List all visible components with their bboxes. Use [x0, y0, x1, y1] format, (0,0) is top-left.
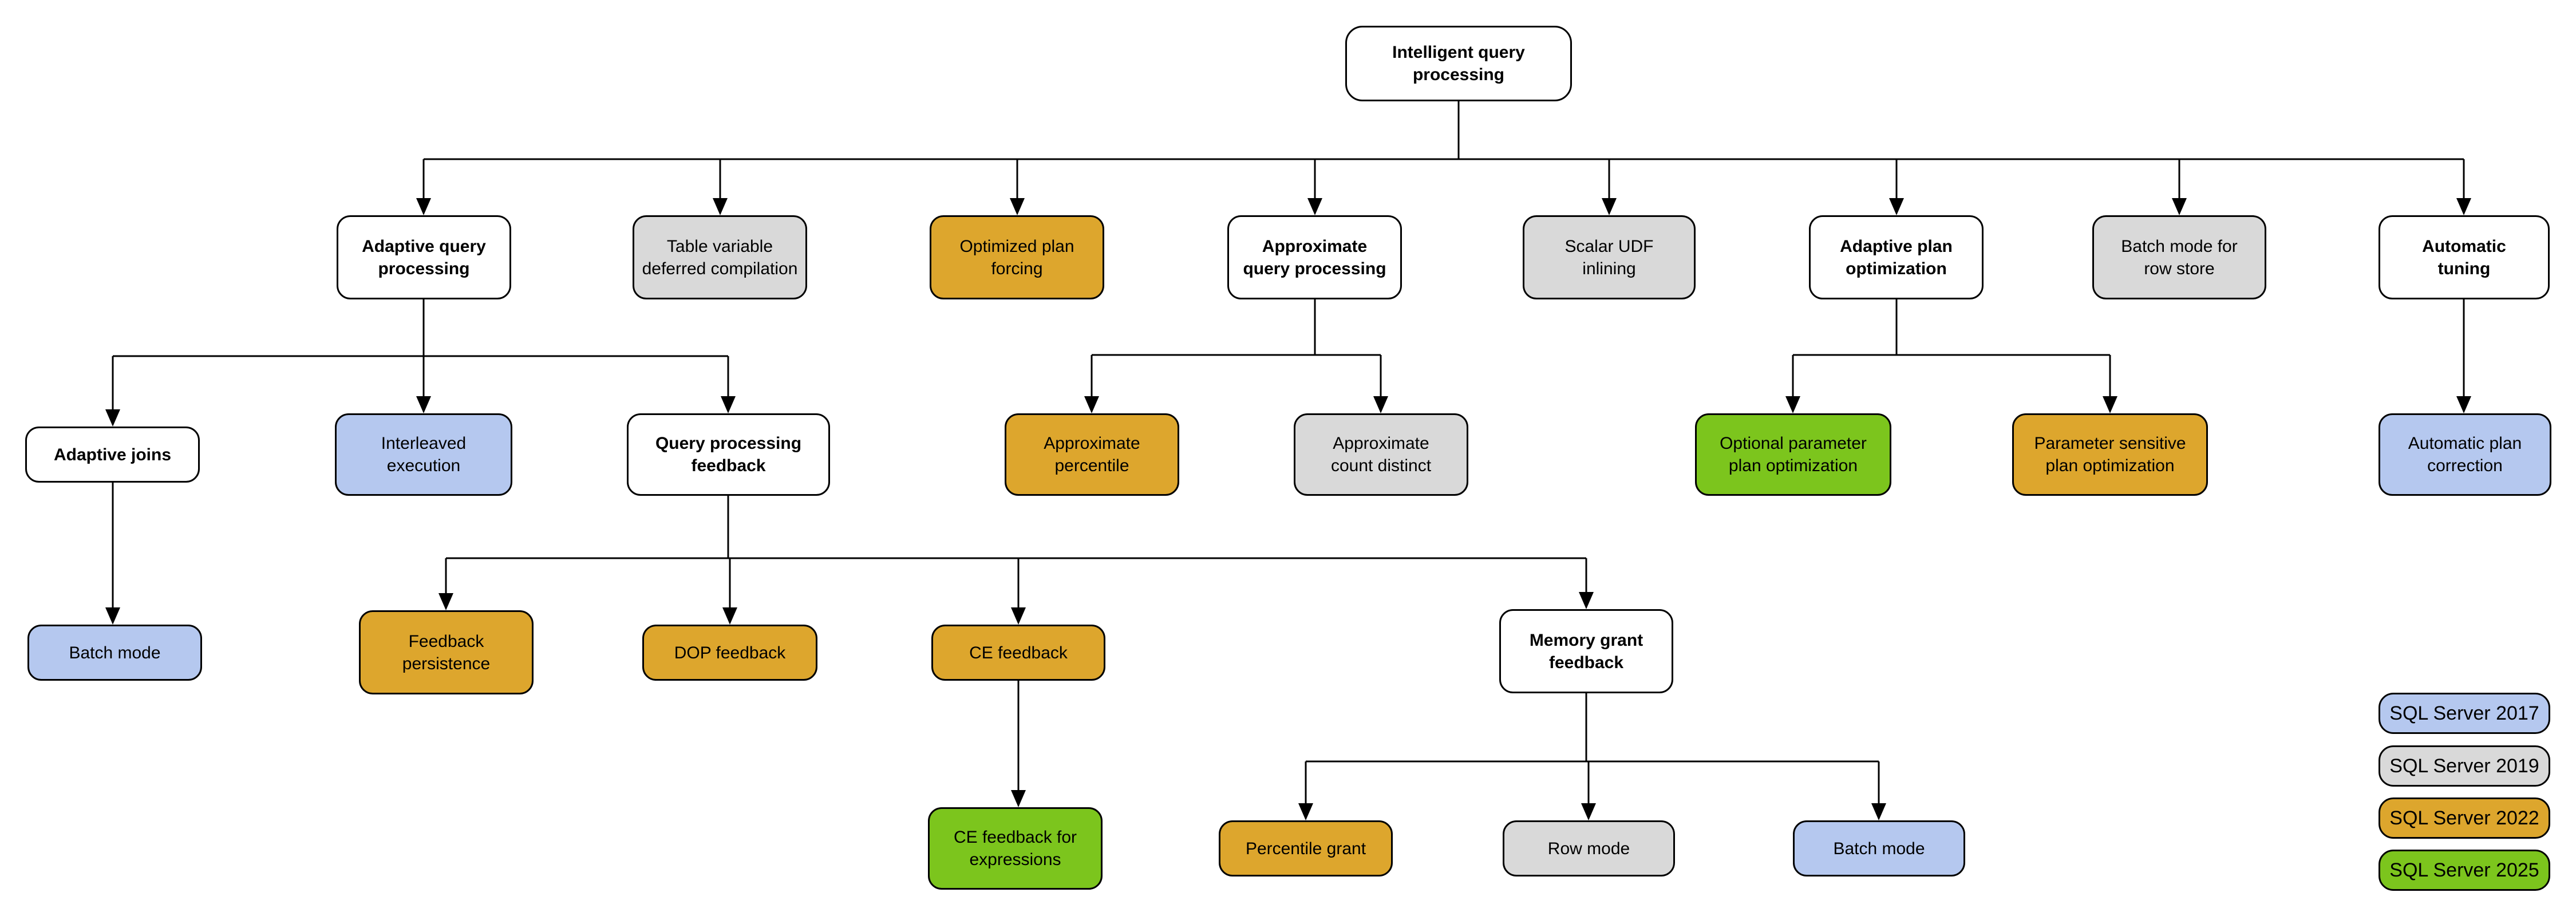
node-memory-grant-feedback: Memory grant feedback [1499, 609, 1673, 693]
node-ce-feedback: CE feedback [931, 625, 1105, 681]
node-table-variable-deferred-compilation: Table variable deferred compilation [633, 215, 807, 299]
connector-adaptive-query-processing [105, 299, 736, 427]
node-batch-mode-adaptive-joins: Batch mode [27, 625, 202, 681]
node-batch-mode-for-row-store: Batch mode for row store [2092, 215, 2266, 299]
node-query-processing-feedback: Query processing feedback [627, 413, 830, 496]
node-percentile-grant: Percentile grant [1219, 820, 1393, 876]
node-approximate-query-processing: Approximate query processing [1227, 215, 1402, 299]
node-automatic-plan-correction: Automatic plan correction [2379, 413, 2551, 496]
node-scalar-udf-inlining: Scalar UDF inlining [1523, 215, 1696, 299]
node-approximate-percentile: Approximate percentile [1005, 413, 1179, 496]
node-optional-parameter-plan-optimization: Optional parameter plan optimization [1695, 413, 1891, 496]
node-dop-feedback: DOP feedback [642, 625, 817, 681]
connector-ce-feedback [1011, 681, 1026, 807]
node-feedback-persistence: Feedback persistence [359, 610, 534, 694]
node-adaptive-query-processing: Adaptive query processing [337, 215, 511, 299]
node-automatic-tuning: Automatic tuning [2379, 215, 2550, 299]
node-ce-feedback-for-expressions: CE feedback for expressions [928, 807, 1103, 890]
node-interleaved-execution: Interleaved execution [335, 413, 512, 496]
connector-query-processing-feedback [438, 496, 1594, 625]
legend-item-sql-server-2017: SQL Server 2017 [2379, 693, 2550, 734]
legend-item-sql-server-2019: SQL Server 2019 [2379, 745, 2550, 787]
node-intelligent-query-processing: Intelligent query processing [1345, 26, 1572, 101]
legend-item-sql-server-2022: SQL Server 2022 [2379, 797, 2550, 839]
node-row-mode: Row mode [1503, 820, 1675, 876]
connector-adaptive-joins [105, 483, 120, 625]
connector-memory-grant-feedback [1298, 693, 1886, 820]
node-parameter-sensitive-plan-optimization: Parameter sensitive plan optimization [2012, 413, 2208, 496]
connector-adaptive-plan-optimization [1785, 299, 2117, 413]
node-optimized-plan-forcing: Optimized plan forcing [930, 215, 1104, 299]
legend-item-sql-server-2025: SQL Server 2025 [2379, 850, 2550, 891]
node-adaptive-joins: Adaptive joins [25, 427, 200, 483]
connector-automatic-tuning [2456, 299, 2471, 413]
connector-approximate-query-processing [1084, 299, 1388, 413]
node-adaptive-plan-optimization: Adaptive plan optimization [1809, 215, 1984, 299]
node-batch-mode-memory-grant: Batch mode [1793, 820, 1965, 876]
connector-root [416, 101, 2471, 215]
node-approximate-count-distinct: Approximate count distinct [1294, 413, 1468, 496]
